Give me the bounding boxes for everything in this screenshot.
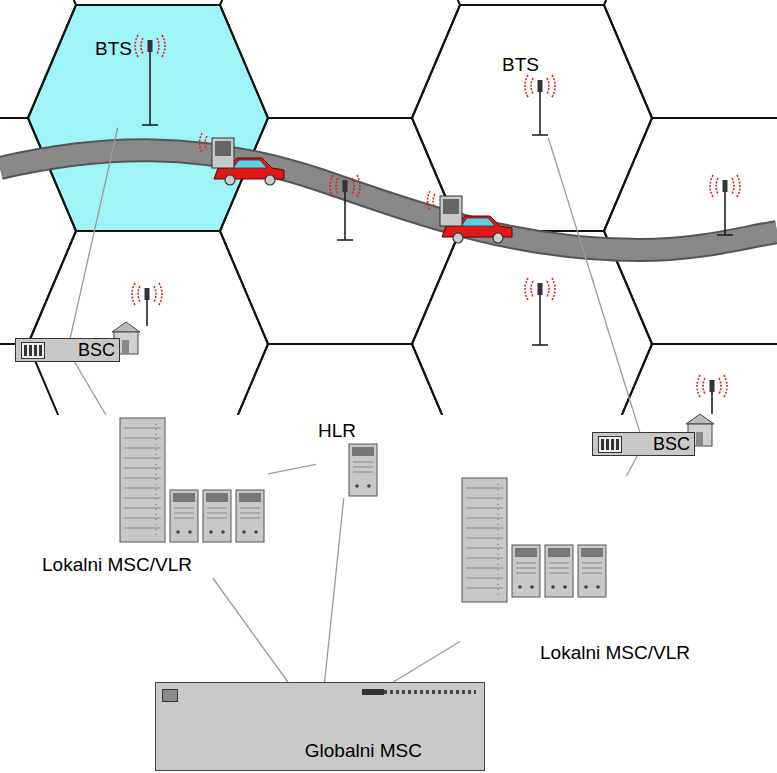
cell-grid-part-part	[604, 344, 777, 415]
hlr-server: HLR	[316, 418, 380, 498]
status-light	[162, 689, 178, 702]
link-line	[75, 362, 106, 415]
antennas-part	[142, 124, 158, 126]
road-part	[0, 150, 777, 250]
front-panel-bar	[362, 689, 384, 695]
antenna-heads-part	[135, 35, 165, 57]
rack-slot	[34, 345, 37, 356]
servers-part	[545, 545, 573, 597]
antenna-heads-part	[697, 375, 727, 397]
cell-grid-part-part	[604, 0, 777, 118]
road-part	[0, 150, 777, 250]
antennas-part	[149, 46, 151, 125]
msc-vlr-servers: Lokalni MSC/VLR	[40, 415, 268, 578]
link-line	[268, 464, 316, 474]
rack-slot	[611, 439, 614, 450]
link-line	[627, 456, 638, 476]
antenna-heads-part	[330, 175, 360, 197]
cell-grid	[0, 0, 777, 570]
bts-antenna: BTS	[500, 52, 570, 138]
cars-part	[200, 133, 285, 185]
antennas-part	[337, 239, 353, 241]
antennas	[142, 46, 733, 414]
rack-slot	[39, 345, 42, 356]
road	[0, 150, 777, 250]
cell-grid-part	[28, 5, 268, 231]
servers-part	[349, 444, 377, 496]
link-line	[213, 578, 288, 682]
node-label: BTS	[95, 38, 132, 60]
antennas-part	[724, 186, 726, 235]
node-label: BSC	[78, 340, 115, 360]
link-line	[70, 128, 117, 338]
antennas-part	[539, 86, 541, 135]
rack-slot	[29, 345, 32, 356]
global-msc-box: Globalni MSC	[155, 682, 485, 771]
bsc-box: BSC	[15, 338, 120, 362]
cell-grid-part-part	[220, 0, 460, 118]
antenna-heads-part	[525, 75, 555, 97]
servers-part	[170, 490, 198, 542]
antenna-heads-part	[525, 278, 555, 300]
antenna-heads-part	[132, 283, 162, 305]
rack-slot	[606, 439, 609, 450]
rack-slot	[601, 439, 604, 450]
rack-slot	[616, 439, 619, 450]
servers-part	[578, 545, 606, 597]
node-label: Lokalni MSC/VLR	[42, 554, 192, 576]
antennas-part	[344, 186, 346, 240]
antenna-heads	[132, 35, 740, 397]
node-label: BSC	[653, 434, 690, 454]
servers	[120, 418, 606, 602]
node-label: BTS	[502, 54, 539, 76]
rack-slot	[24, 345, 27, 356]
servers-part	[236, 490, 264, 542]
link-line	[325, 498, 344, 682]
servers-part	[203, 490, 231, 542]
cell-grid-part-part	[0, 0, 76, 118]
antennas-part	[717, 234, 733, 236]
cell-grid-part-part	[28, 5, 268, 231]
buildings	[112, 322, 714, 446]
antennas-part	[532, 134, 548, 136]
servers-part	[462, 478, 507, 602]
node-label: Globalni MSC	[305, 740, 422, 762]
bts-antenna: BTS	[93, 36, 163, 128]
antenna-heads-part	[710, 175, 740, 197]
cell-grid-part	[0, 0, 777, 415]
antennas-part	[539, 289, 541, 345]
msc-vlr-servers: Lokalni MSC/VLR	[460, 476, 692, 666]
servers-part	[512, 545, 540, 597]
link-line	[393, 642, 460, 683]
node-label: HLR	[318, 420, 356, 442]
bsc-box: BSC	[592, 432, 695, 456]
cars-part	[428, 191, 513, 243]
cars	[200, 133, 513, 243]
servers-part	[120, 418, 165, 542]
node-label: Lokalni MSC/VLR	[540, 642, 690, 664]
link-line	[548, 138, 639, 432]
rack-slots	[598, 436, 622, 453]
rack-slots	[21, 342, 45, 359]
antennas-part	[532, 344, 548, 346]
cell-grid-part-part	[220, 344, 460, 415]
